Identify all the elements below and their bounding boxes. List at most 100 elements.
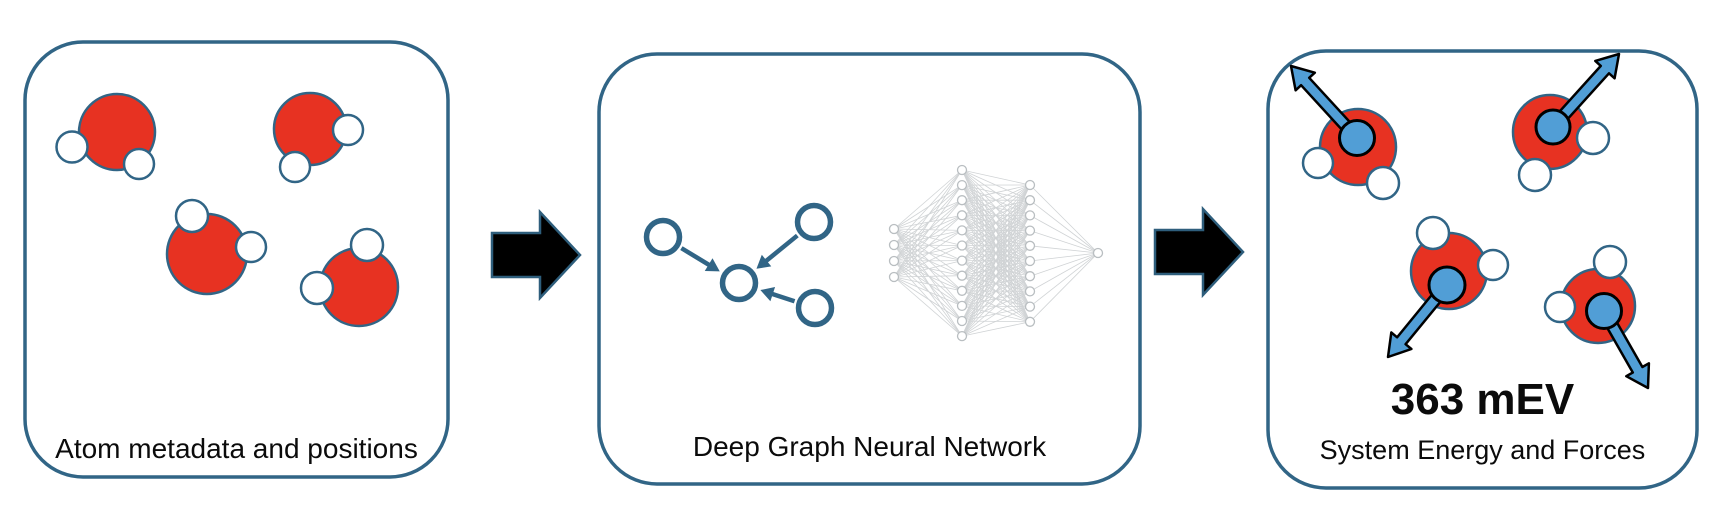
neural-network-layer — [888, 164, 1104, 342]
nn-connection — [893, 276, 963, 322]
nn-connection — [893, 260, 963, 307]
nn-connection — [961, 184, 1031, 307]
graph-node — [719, 263, 759, 303]
nn-neuron — [956, 300, 968, 312]
water-molecule — [1543, 244, 1651, 390]
graph-node — [794, 202, 834, 242]
nn-connection — [893, 244, 963, 292]
nn-connection — [961, 260, 1031, 337]
nn-connection — [893, 244, 963, 261]
nn-connection — [1029, 252, 1099, 292]
nn-connection — [961, 184, 1031, 231]
graph-layer — [643, 202, 835, 328]
nn-neuron — [956, 285, 968, 296]
nn-neuron — [956, 315, 968, 327]
nn-connection — [961, 321, 1031, 337]
nn-connection — [893, 276, 963, 292]
graph-edge-arrowhead — [760, 286, 776, 302]
nn-connection — [893, 260, 963, 277]
nn-connection — [893, 245, 963, 278]
nn-neuron — [888, 255, 900, 267]
nn-connection — [893, 276, 963, 337]
nn-connection — [893, 228, 963, 246]
hydrogen-atom — [234, 230, 268, 264]
nn-connection — [1029, 230, 1099, 254]
nn-neuron — [1024, 210, 1036, 221]
hydrogen-atom — [278, 150, 312, 184]
graph-edge-arrowhead — [704, 258, 720, 272]
captions-layer: Atom metadata and positions Deep Graph N… — [55, 375, 1645, 465]
hydrogen-atom — [349, 227, 385, 263]
hydrogen-atom — [174, 198, 210, 234]
force-center-node — [1427, 265, 1467, 305]
nn-connection — [961, 184, 1031, 322]
flow-arrow-icon — [490, 208, 582, 302]
nn-connection — [893, 169, 963, 262]
nn-connection — [893, 228, 963, 277]
nn-connection — [961, 184, 1031, 292]
nn-neuron — [956, 164, 968, 176]
nn-neuron — [1024, 225, 1036, 236]
nn-neuron — [1024, 316, 1036, 327]
hydrogen-atom — [331, 113, 365, 147]
output-panel-caption: System Energy and Forces — [1320, 435, 1646, 465]
flow-arrows-layer — [490, 205, 1245, 302]
hydrogen-atom — [122, 147, 156, 181]
nn-connection — [961, 184, 1031, 201]
nn-connection — [1029, 252, 1099, 262]
nn-connection — [893, 260, 963, 278]
nn-neuron — [956, 330, 968, 342]
nn-connection — [893, 275, 963, 278]
nn-connection — [961, 275, 1031, 337]
nn-neuron — [956, 225, 968, 236]
nn-neuron — [956, 270, 968, 281]
graph-node — [795, 288, 835, 328]
nn-connection — [961, 245, 1031, 337]
nn-neuron — [888, 223, 900, 235]
nn-neuron — [1024, 195, 1036, 206]
graph-edge — [763, 233, 799, 264]
nn-neuron — [888, 271, 900, 283]
hydrogen-atom — [1543, 290, 1577, 324]
hydrogen-atom — [299, 270, 335, 306]
nn-neuron — [956, 179, 968, 191]
gnn-panel-caption: Deep Graph Neural Network — [693, 431, 1047, 462]
hydrogen-atom — [1301, 146, 1335, 180]
nn-neuron — [1024, 286, 1036, 297]
nn-connection — [961, 169, 1031, 186]
force-center-node — [1338, 119, 1376, 157]
nn-connection — [1029, 252, 1099, 277]
graph-edge — [680, 246, 712, 268]
nn-neuron — [956, 210, 968, 221]
nn-neuron — [1024, 255, 1036, 267]
nn-connection — [961, 306, 1031, 337]
force-center-node — [1585, 292, 1623, 330]
water-molecule — [55, 92, 157, 181]
nn-connection — [1029, 199, 1099, 254]
nn-connection — [893, 230, 963, 278]
nn-connection — [961, 291, 1031, 337]
nn-connection — [961, 184, 1031, 216]
nn-connection — [893, 169, 963, 230]
hydrogen-atom — [1575, 120, 1611, 156]
hydrogen-atom — [1476, 248, 1510, 282]
output-molecules-layer — [1289, 52, 1651, 390]
nn-connection — [893, 244, 963, 246]
nn-connection — [1029, 252, 1099, 307]
nn-connection — [961, 184, 1031, 246]
nn-connection — [893, 276, 963, 307]
nn-connection — [961, 184, 1031, 276]
nn-neuron — [888, 239, 900, 251]
nn-connection — [893, 169, 963, 246]
nn-connection — [893, 169, 963, 278]
nn-connection — [1029, 252, 1099, 323]
nn-neuron — [1024, 301, 1036, 312]
nn-connection — [961, 184, 1031, 337]
nn-neuron — [1024, 271, 1036, 282]
nn-connection — [961, 200, 1031, 337]
nn-neuron — [956, 195, 968, 206]
hydrogen-atom — [55, 130, 89, 164]
water-molecule — [272, 91, 365, 184]
hydrogen-atom — [1415, 215, 1451, 251]
water-molecule — [1289, 64, 1401, 201]
